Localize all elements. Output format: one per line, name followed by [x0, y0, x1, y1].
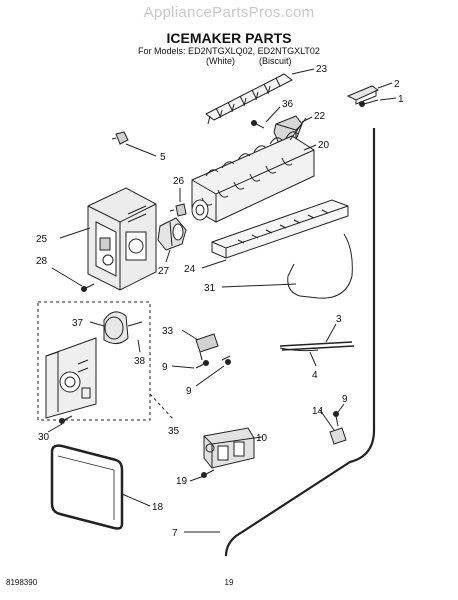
screw-part-1: [359, 99, 379, 107]
leader-28: [51, 267, 83, 287]
leader-25: [59, 227, 91, 239]
cover-part-18: [50, 444, 124, 530]
callout-35: 35: [168, 426, 180, 437]
clip-part-5: [111, 131, 129, 145]
model-list: For Models: ED2NTGXLQ02, ED2NTGXLT02: [138, 46, 320, 56]
leader-38: [137, 339, 141, 353]
leader-5: [125, 143, 157, 157]
callout-9b: 9: [186, 386, 192, 397]
callout-22: 22: [314, 111, 326, 122]
callout-25: 25: [36, 234, 48, 245]
control-module: [45, 337, 97, 419]
page-title: ICEMAKER PARTS: [166, 30, 292, 46]
stripper-part-24: [211, 199, 349, 259]
leader-20: [303, 144, 317, 151]
callout-38: 38: [134, 356, 146, 367]
leader-3: [325, 323, 337, 343]
leader-33: [181, 329, 199, 341]
feeler-arm-part-31: [287, 233, 353, 299]
leader-10: [253, 436, 263, 439]
callout-3: 3: [336, 314, 342, 325]
ice-mold-part-20: [191, 117, 315, 223]
callout-36: 36: [282, 99, 294, 110]
watermark: AppliancePartsPros.com: [143, 4, 315, 21]
leader-9c: [337, 403, 345, 413]
screw-part-9b: [221, 355, 231, 365]
clamp-part-14: [329, 427, 347, 445]
water-line-part-7: [224, 128, 376, 557]
leader-27: [165, 249, 171, 263]
leader-14: [319, 409, 335, 431]
callout-30: 30: [38, 432, 50, 443]
callout-28: 28: [36, 256, 48, 267]
leader-19: [189, 475, 205, 482]
callout-9a: 9: [162, 362, 168, 373]
clip-part-2: [346, 85, 380, 105]
leader-18: [121, 493, 151, 507]
leader-24: [201, 259, 227, 269]
callout-19: 19: [176, 476, 188, 487]
screw-part-28: [81, 283, 95, 292]
leader-2: [377, 82, 393, 89]
callout-4: 4: [312, 370, 318, 381]
document-number: 8198390: [6, 578, 38, 587]
ejector-part-23: [205, 73, 293, 125]
callout-1: 1: [398, 94, 404, 105]
callout-33: 33: [162, 326, 174, 337]
tube-part-4: [279, 347, 319, 352]
leader-31: [221, 283, 297, 288]
leader-1: [379, 97, 397, 101]
screw-part-36: [251, 120, 265, 129]
leader-30: [47, 423, 63, 433]
leader-36: [265, 106, 281, 123]
callout-5: 5: [160, 152, 166, 163]
fitting-part-26: [169, 203, 187, 217]
leader-9a: [171, 365, 195, 369]
callout-27: 27: [158, 266, 170, 277]
page-number: 19: [224, 578, 234, 587]
bracket-part-33: [195, 333, 219, 361]
callout-7: 7: [172, 528, 178, 539]
callout-2: 2: [394, 79, 400, 90]
variant-white: (White): [206, 56, 235, 66]
leader-23: [291, 68, 315, 75]
leader-37: [89, 321, 105, 327]
assembly-box-part-35: [37, 301, 151, 421]
leader-9b: [195, 365, 225, 387]
callout-14: 14: [312, 406, 324, 417]
motor-part-37: [103, 311, 143, 344]
callout-9c: 9: [342, 394, 348, 405]
callout-20: 20: [318, 140, 330, 151]
callout-37: 37: [72, 318, 84, 329]
callout-23: 23: [316, 64, 328, 75]
callout-26: 26: [173, 176, 185, 187]
callout-31: 31: [204, 283, 216, 294]
screw-part-9c: [333, 411, 339, 427]
tube-part-3: [279, 341, 355, 351]
callout-18: 18: [152, 502, 164, 513]
callout-24: 24: [184, 264, 196, 275]
housing-part-25: [87, 187, 157, 291]
leader-35-dashed: [149, 393, 175, 421]
screw-part-19: [201, 469, 215, 478]
leader-4: [309, 351, 317, 367]
fill-cup-part-27: [157, 217, 187, 251]
variant-biscuit: (Biscuit): [259, 56, 292, 66]
water-valve-part-10: [203, 427, 255, 469]
screw-part-30: [59, 415, 73, 424]
screw-part-9a: [195, 360, 209, 369]
callout-10: 10: [256, 433, 268, 444]
